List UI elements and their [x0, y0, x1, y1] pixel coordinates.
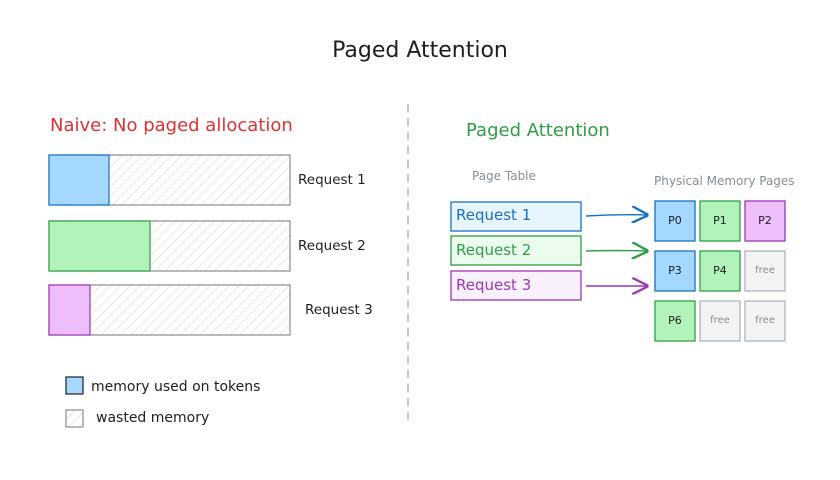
physical-page-1	[654, 200, 696, 242]
naive-request-2-label: Request 2	[298, 238, 366, 254]
naive-bar-request-3	[48, 284, 291, 336]
physical-page-2-label: P1	[713, 214, 727, 227]
arrow-request-1	[585, 215, 647, 216]
page-title: Paged Attention	[332, 38, 508, 63]
page-table-entry-2-box	[450, 235, 582, 266]
naive-heading: Naive: No paged allocation	[50, 115, 293, 136]
legend-wasted-swatch	[65, 409, 84, 428]
naive-bar-request-1	[48, 154, 291, 206]
physical-pages-grid	[654, 200, 786, 342]
legend-used-label: memory used on tokens	[91, 379, 261, 395]
page-table-entry-3-label: Request 3	[456, 276, 532, 294]
physical-page-8-label: free	[710, 315, 730, 326]
page-table-entry-1-box	[450, 201, 582, 232]
physical-page-5	[699, 250, 741, 292]
physical-page-3	[744, 200, 786, 242]
physical-page-9	[744, 300, 786, 342]
naive-request-3-label: Request 3	[305, 302, 373, 318]
page-table-entry-2-label: Request 2	[456, 241, 532, 259]
page-table-entry-1-label: Request 1	[456, 206, 532, 224]
physical-page-6	[744, 250, 786, 292]
legend-used-swatch	[65, 376, 84, 395]
page-table-entry-3-box	[450, 270, 582, 301]
physical-page-4	[654, 250, 696, 292]
naive-bar-request-2	[48, 220, 291, 272]
paged-heading: Paged Attention	[466, 120, 610, 141]
arrow-request-2	[585, 251, 647, 252]
physical-page-4-label: P3	[668, 264, 682, 277]
physical-page-7	[654, 300, 696, 342]
physical-page-6-label: free	[755, 265, 775, 276]
physical-page-7-label: P6	[668, 314, 682, 327]
physical-page-3-label: P2	[758, 214, 772, 227]
physical-page-8	[699, 300, 741, 342]
page-table-heading: Page Table	[472, 169, 536, 183]
physical-page-1-label: P0	[668, 214, 682, 227]
naive-request-1-label: Request 1	[298, 172, 366, 188]
physical-page-9-label: free	[755, 315, 775, 326]
legend-wasted-label: wasted memory	[96, 410, 210, 426]
physical-pages-heading: Physical Memory Pages	[654, 174, 795, 188]
physical-page-2	[699, 200, 741, 242]
physical-page-5-label: P4	[713, 264, 727, 277]
